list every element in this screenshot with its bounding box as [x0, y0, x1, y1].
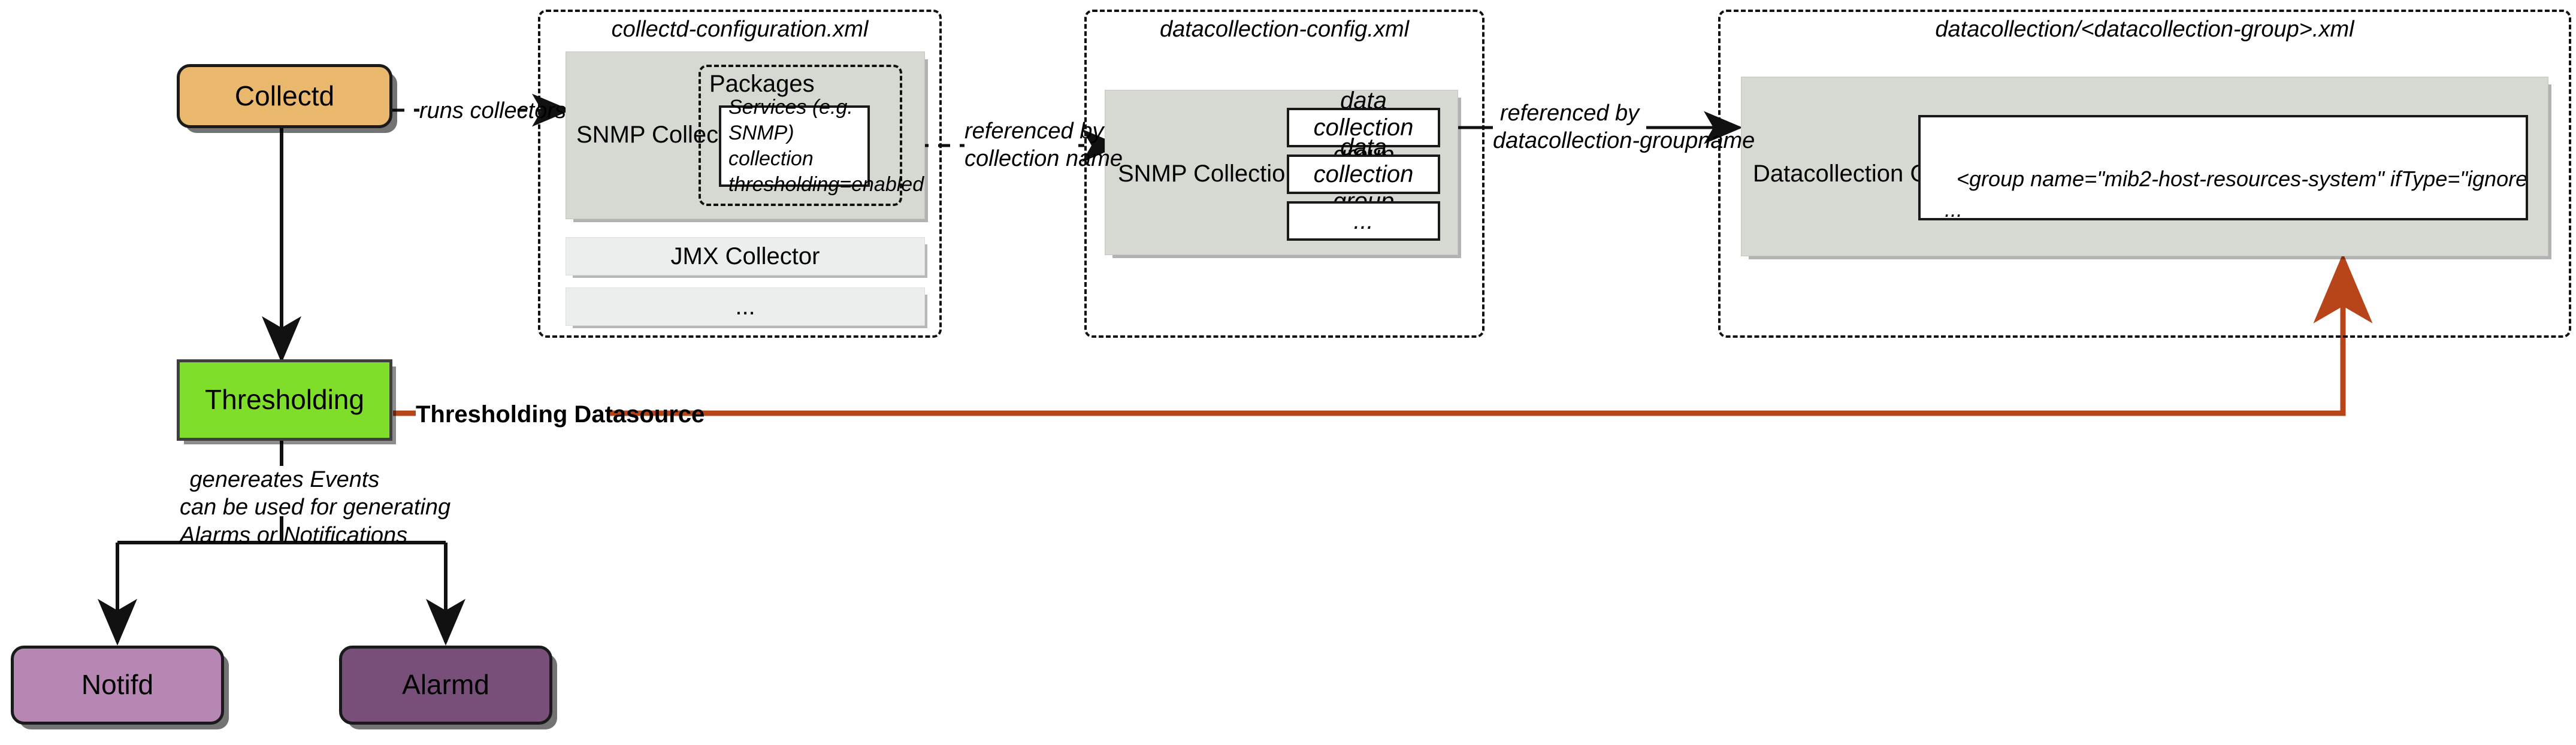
node-notifd-label: Notifd [81, 669, 154, 701]
panel-collectd-configuration [538, 10, 942, 338]
node-alarmd-label: Alarmd [402, 669, 489, 701]
data-collection-group-box-more[interactable]: ... [1287, 201, 1440, 241]
snmp-collection-label: SNMP Collection [1118, 160, 1299, 187]
panel-collectd-configuration-title: collectd-configuration.xml [611, 17, 869, 42]
data-collection-group-box-2[interactable]: data collection group [1287, 134, 1440, 214]
packages-group [699, 65, 902, 206]
node-collectd-label: Collectd [234, 80, 335, 111]
node-thresholding-label: Thresholding [205, 384, 364, 416]
node-thresholding[interactable]: Thresholding [177, 359, 392, 441]
data-collection-group-label-2: data collection group [1313, 134, 1414, 214]
panel-datacollection-config [1084, 10, 1484, 338]
panel-datacollection-group [1718, 10, 2571, 338]
node-alarmd[interactable]: Alarmd [339, 646, 552, 725]
services-box-text: Services (e.g. SNMP) collection threshol… [728, 96, 924, 196]
snmp-collector-label: SNMP Collector [576, 122, 746, 148]
collector-bar-jmx-label: JMX Collector [670, 243, 820, 269]
data-collection-group-label-more: ... [1353, 207, 1374, 234]
datacollection-group-code: <group name="mib2-host-resources-system"… [1918, 115, 2528, 220]
edge-label-generates-events: genereates Events can be used for genera… [180, 467, 451, 548]
services-box: Services (e.g. SNMP) collection threshol… [719, 96, 924, 196]
edge-label-runs-collectors: runs collectors [419, 97, 566, 125]
collector-bar-jmx[interactable]: JMX Collector [566, 237, 925, 275]
node-collectd[interactable]: Collectd [177, 64, 392, 128]
panel-datacollection-config-title: datacollection-config.xml [1159, 17, 1410, 42]
edge-label-referenced-by-collection-name: referenced by collection name [965, 117, 1123, 173]
data-collection-group-box-1[interactable]: data collection group [1287, 87, 1440, 168]
collector-bar-more-label: ... [735, 293, 755, 320]
packages-label: Packages [709, 71, 815, 97]
edge-label-referenced-by-groupname: referenced by datacollection-groupname [1493, 99, 1755, 155]
edge-label-thresholding-datasource: Thresholding Datasource [416, 400, 705, 429]
collector-bar-more[interactable]: ... [566, 287, 925, 326]
panel-datacollection-group-title: datacollection/<datacollection-group>.xm… [1935, 17, 2354, 42]
node-notifd[interactable]: Notifd [11, 646, 224, 725]
datacollection-group-code-text: <group name="mib2-host-resources-system"… [1945, 166, 2528, 220]
